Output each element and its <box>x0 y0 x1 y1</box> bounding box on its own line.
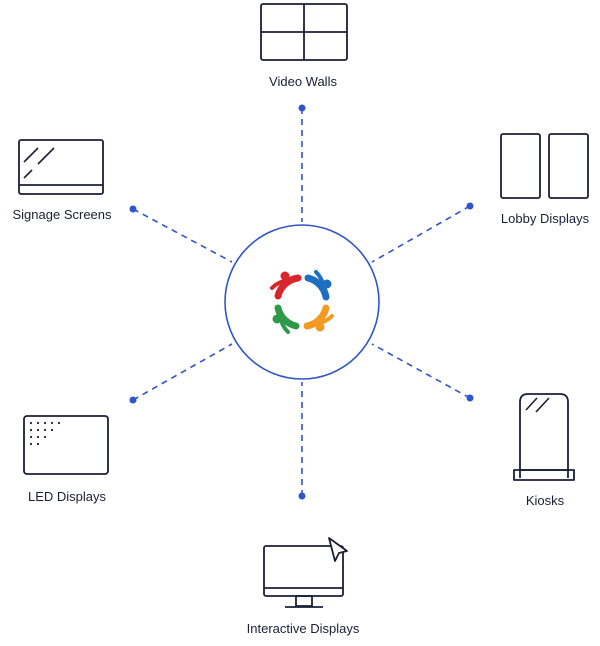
video-wall-icon <box>260 3 348 61</box>
signage-screen-icon <box>18 139 104 195</box>
logo-limb-blue <box>314 270 326 294</box>
led-pixel <box>29 442 33 446</box>
led-pixel <box>43 428 47 432</box>
dot-kiosks <box>466 394 474 402</box>
logo-head-red <box>280 271 290 281</box>
led-display-icon <box>23 415 109 475</box>
lobby-display-icon <box>500 133 589 199</box>
kiosk-icon <box>513 393 575 481</box>
led-pixel <box>50 421 54 425</box>
led-pixel <box>43 435 47 439</box>
label-led-displays: LED Displays <box>27 489 107 504</box>
led-pixel <box>36 442 40 446</box>
led-pixel <box>36 435 40 439</box>
logo-arc-red <box>274 274 302 300</box>
led-pixel <box>29 421 33 425</box>
label-interactive-displays: Interactive Displays <box>246 621 360 636</box>
connector-signage-screens <box>132 208 233 263</box>
label-video-walls: Video Walls <box>269 74 337 89</box>
label-kiosks: Kiosks <box>525 493 565 508</box>
logo-arc-blue <box>304 274 330 301</box>
logo-limb-orange <box>310 314 334 326</box>
people-circle-logo-icon <box>270 270 334 334</box>
cursor-arrow-icon <box>328 537 348 562</box>
logo-limb-green <box>278 310 290 334</box>
logo-arc-orange <box>303 304 330 330</box>
logo-arc-green <box>274 304 300 330</box>
interactive-display-icon <box>263 537 348 608</box>
dot-lobby-displays <box>466 202 474 210</box>
dot-video-walls <box>298 104 306 112</box>
connector-kiosks <box>371 343 471 399</box>
logo-limb-red <box>270 278 294 290</box>
led-pixel <box>50 428 54 432</box>
connector-lobby-displays <box>371 205 471 263</box>
icons <box>18 3 589 608</box>
connector-dots <box>129 104 474 500</box>
dot-interactive-displays <box>298 492 306 500</box>
led-pixel <box>29 428 33 432</box>
connectors <box>132 108 471 496</box>
led-pixel <box>36 421 40 425</box>
led-pixel <box>36 428 40 432</box>
dot-signage-screens <box>129 205 137 213</box>
led-pixel <box>57 421 61 425</box>
dot-led-displays <box>129 396 137 404</box>
label-lobby-displays: Lobby Displays <box>500 211 590 226</box>
connector-led-displays <box>132 343 233 401</box>
led-pixel <box>29 435 33 439</box>
led-pixel <box>43 421 47 425</box>
label-signage-screens: Signage Screens <box>12 207 112 222</box>
hub-circle <box>224 224 380 380</box>
